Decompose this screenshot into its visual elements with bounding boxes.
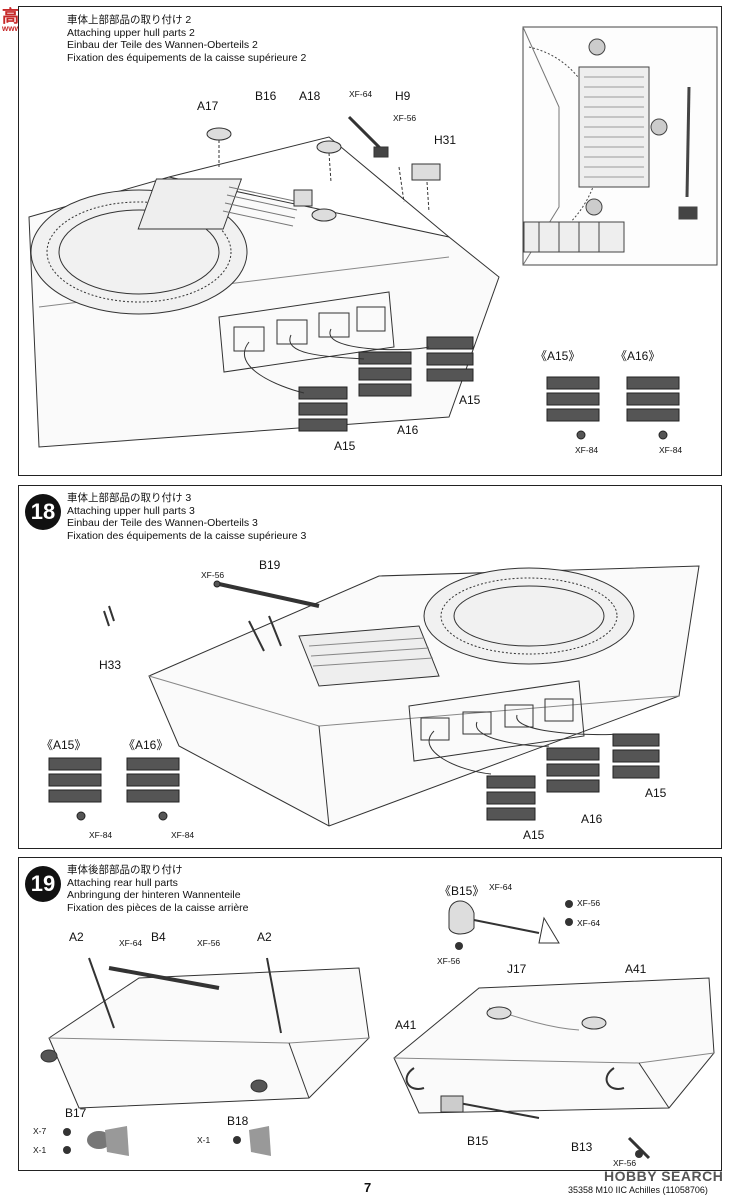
- step-17-illustration: [28, 26, 718, 448]
- inset-label-b15: 《B15》: [439, 884, 485, 898]
- part-label-a15-1: A15: [523, 828, 545, 842]
- part-label-b18: B18: [227, 1114, 249, 1128]
- paint-label-xf56: XF-56: [201, 570, 225, 580]
- title-de: Anbringung der hinteren Wannenteile: [67, 889, 241, 901]
- paint-label-xf64-r2: XF-64: [577, 918, 601, 928]
- title-fr: Fixation des équipements de la caisse su…: [67, 51, 307, 64]
- step-18-illustration: [48, 565, 700, 827]
- paint-label-xf56-r2: XF-56: [437, 956, 461, 966]
- paint-label-x1-left: X-1: [33, 1145, 47, 1155]
- step-19-panel: 19 車体後部部品の取り付け Attaching rear hull parts…: [18, 857, 722, 1171]
- part-label-a41-right: A41: [625, 962, 647, 976]
- inset-label-a16: 《A16》: [615, 349, 661, 363]
- part-label-a41-left: A41: [395, 1018, 417, 1032]
- part-label-a15-2: A15: [645, 786, 667, 800]
- part-label-b17: B17: [65, 1106, 87, 1120]
- part-label-b13: B13: [571, 1140, 593, 1154]
- paint-label-xf84-2: XF-84: [659, 445, 683, 455]
- part-label-a15-2: A15: [459, 393, 481, 407]
- paint-label-xf64-r1: XF-64: [489, 882, 513, 892]
- title-ja: 車体上部部品の取り付け 2: [67, 14, 192, 26]
- step-number: 18: [25, 494, 61, 530]
- title-de: Einbau der Teile des Wannen-Oberteils 2: [67, 39, 258, 51]
- inset-label-a15: 《A15》: [41, 738, 87, 752]
- part-label-a16: A16: [581, 812, 603, 826]
- paint-label-xf56-left: XF-56: [197, 938, 221, 948]
- paint-label-x7: X-7: [33, 1126, 47, 1136]
- page-number: 7: [364, 1180, 372, 1195]
- title-en: Attaching upper hull parts 2: [67, 26, 195, 39]
- paint-label-xf84-1: XF-84: [89, 830, 113, 840]
- title-en: Attaching rear hull parts: [67, 876, 178, 889]
- part-label-h33: H33: [99, 658, 122, 672]
- part-label-a17: A17: [197, 99, 219, 113]
- paint-label-xf84-2: XF-84: [171, 830, 195, 840]
- paint-label-xf56-bottom: XF-56: [613, 1158, 637, 1168]
- step-18-titles: 車体上部部品の取り付け 3 Attaching upper hull parts…: [67, 492, 306, 542]
- paint-label-x1-right: X-1: [197, 1135, 211, 1145]
- part-label-a16: A16: [397, 423, 419, 437]
- part-label-b16: B16: [255, 89, 277, 103]
- paint-label-xf64: XF-64: [349, 89, 373, 99]
- title-de: Einbau der Teile des Wannen-Oberteils 3: [67, 517, 258, 529]
- part-label-a2-left: A2: [69, 930, 84, 944]
- part-label-a18: A18: [299, 89, 321, 103]
- paint-label-xf64-left: XF-64: [119, 938, 143, 948]
- title-ja: 車体後部部品の取り付け: [67, 864, 183, 876]
- title-en: Attaching upper hull parts 3: [67, 504, 195, 517]
- title-fr: Fixation des équipements de la caisse su…: [67, 529, 307, 542]
- step-17-titles: 車体上部部品の取り付け 2 Attaching upper hull parts…: [67, 14, 306, 64]
- part-label-b4: B4: [151, 930, 166, 944]
- step-17-panel: 車体上部部品の取り付け 2 Attaching upper hull parts…: [18, 6, 722, 476]
- step-18-panel: 18 車体上部部品の取り付け 3 Attaching upper hull pa…: [18, 485, 722, 849]
- title-ja: 車体上部部品の取り付け 3: [67, 492, 192, 504]
- inset-label-a16: 《A16》: [123, 738, 169, 752]
- part-label-h9: H9: [395, 89, 411, 103]
- part-label-a2-right: A2: [257, 930, 272, 944]
- watermark-hobby-search: HOBBY SEARCH: [604, 1168, 724, 1184]
- part-label-h31: H31: [434, 133, 457, 147]
- paint-label-xf56: XF-56: [393, 113, 417, 123]
- inset-label-a15: 《A15》: [535, 349, 581, 363]
- step-19-titles: 車体後部部品の取り付け Attaching rear hull parts An…: [67, 864, 249, 914]
- step-19-illustration: [40, 900, 715, 1160]
- paint-label-xf56-r1: XF-56: [577, 898, 601, 908]
- footer-product-info: 35358 M10 IIC Achilles (11058706): [568, 1185, 708, 1195]
- part-label-b19: B19: [259, 558, 281, 572]
- part-label-b15: B15: [467, 1134, 489, 1148]
- part-label-a15-1: A15: [334, 439, 356, 453]
- part-label-j17: J17: [507, 962, 527, 976]
- paint-label-xf84-1: XF-84: [575, 445, 599, 455]
- title-fr: Fixation des pièces de la caisse arrière: [67, 901, 249, 914]
- step-number: 19: [25, 866, 61, 902]
